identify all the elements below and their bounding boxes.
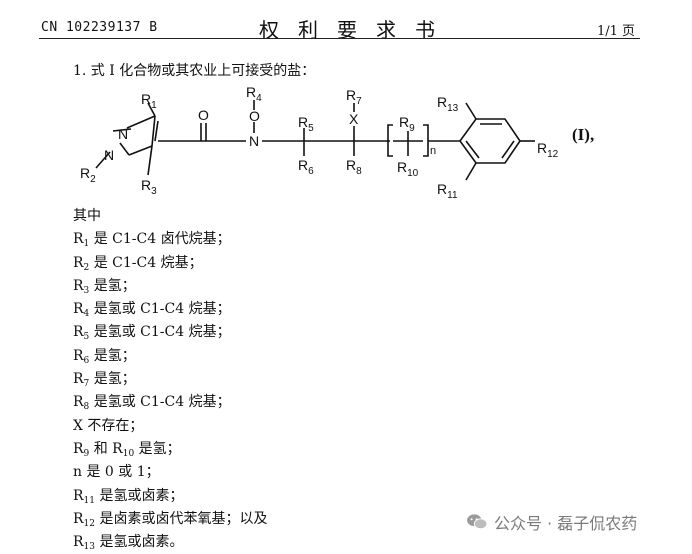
structural-formula: R1 N N R2 R3 O N O R4 R5 R6 R7 X R8 R9 R… [80, 84, 594, 201]
def-n: n 是 0 或 1； [73, 464, 160, 481]
def-r8: R8 是氢或 C1-C4 烷基； [73, 394, 231, 413]
atom-r9: R9 [399, 114, 415, 134]
def-r6: R6 是氢； [73, 347, 136, 366]
atom-r4: R4 [246, 84, 262, 104]
definitions-intro: 其中 [73, 208, 101, 224]
def-r2: R2 是 C1-C4 烷基； [73, 254, 203, 273]
subscript-n: n [430, 145, 436, 157]
atom-r11: R11 [437, 181, 458, 201]
def-r3: R3 是氢； [73, 277, 136, 296]
def-r12: R12 是卤素或卤代苯氧基；以及 [73, 510, 268, 529]
atom-x: X [349, 111, 359, 127]
def-r11: R11 是氢或卤素； [73, 487, 184, 506]
definitions-list: 其中 R1 是 C1-C4 卤代烷基； R2 是 C1-C4 烷基； R3 是氢… [73, 205, 267, 554]
atom-r13: R13 [437, 94, 459, 114]
page-number: 1/1 页 [597, 24, 636, 39]
atom-n: N [118, 126, 128, 142]
atom-n: N [104, 147, 114, 163]
def-x: X 不存在； [73, 417, 144, 434]
def-r13: R13 是氢或卤素。 [73, 534, 184, 553]
atom-o-carbonyl: O [198, 107, 209, 123]
atom-o-ether: O [249, 108, 260, 124]
atom-r1: R1 [141, 91, 157, 111]
atom-r3: R3 [141, 177, 157, 197]
claim-intro: 1. 式 I 化合物或其农业上可接受的盐： [73, 63, 316, 79]
atom-n-amide: N [249, 133, 259, 149]
atom-r7: R7 [346, 87, 362, 107]
formula-label: (I), [572, 125, 594, 144]
atom-r12: R12 [537, 140, 559, 160]
patent-number: CN 102239137 B [41, 20, 158, 35]
watermark-text: 公众号 · 磊子侃农药 [494, 514, 638, 533]
atom-r6: R6 [298, 157, 314, 177]
def-r1: R1 是 C1-C4 卤代烷基； [73, 231, 231, 250]
def-r9-r10: R9 和 R10 是氢； [73, 440, 181, 459]
atom-r8: R8 [346, 157, 362, 177]
header-rule [39, 38, 640, 39]
wechat-icon [467, 514, 488, 530]
atom-r5: R5 [298, 114, 314, 134]
def-r7: R7 是氢； [73, 371, 136, 390]
atom-r10: R10 [397, 159, 419, 179]
atom-r2: R2 [80, 165, 96, 185]
watermark: 公众号 · 磊子侃农药 [466, 510, 637, 534]
def-r4: R4 是氢或 C1-C4 烷基； [73, 301, 231, 320]
def-r5: R5 是氢或 C1-C4 烷基； [73, 324, 231, 343]
